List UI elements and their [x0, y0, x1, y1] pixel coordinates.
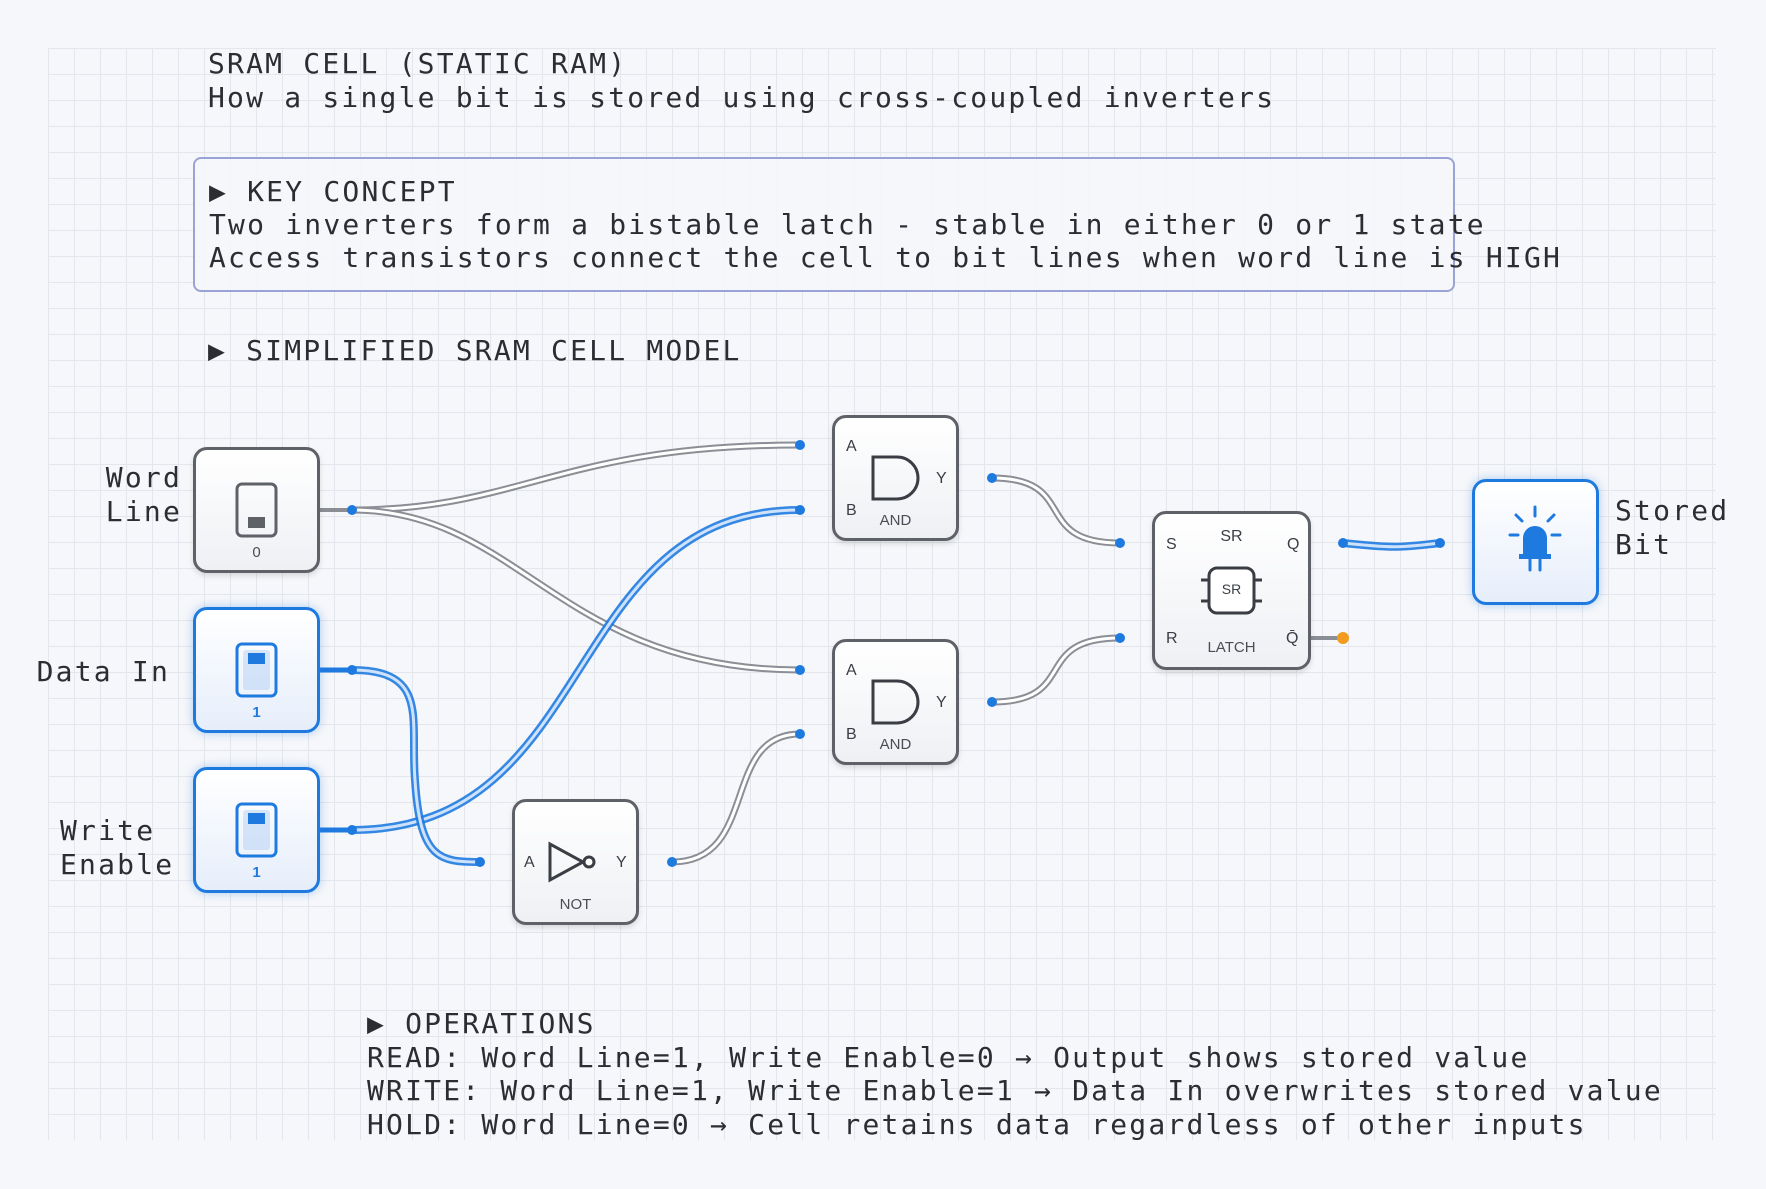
operation-hold: HOLD: Word Line=0 → Cell retains data re…	[367, 1108, 1587, 1141]
write-enable-switch[interactable]: 1	[193, 767, 320, 893]
operation-read: READ: Word Line=1, Write Enable=0 → Outp…	[367, 1041, 1530, 1074]
write-enable-value: 1	[252, 864, 261, 881]
word-line-switch[interactable]: 0	[193, 447, 320, 573]
wire-latch-q-to-led	[1339, 539, 1444, 551]
and-bottom-type: AND	[879, 736, 912, 753]
toggle-switch-off-icon	[235, 482, 278, 538]
not-pin-a: A	[524, 854, 535, 871]
latch-pin-r: R	[1166, 630, 1178, 647]
latch-inner-label: SR	[1221, 581, 1242, 597]
model-heading: ▶ SIMPLIFIED SRAM CELL MODEL	[208, 334, 742, 367]
not-type: NOT	[559, 896, 592, 913]
wire-not-to-and-bottom-b	[668, 730, 804, 866]
wire-word-line-to-and-top-a	[348, 441, 804, 514]
not-gate[interactable]: A Y NOT	[512, 799, 639, 925]
wire-and-bottom-to-latch-r	[988, 634, 1124, 706]
and-top-pin-y: Y	[936, 470, 947, 487]
wire-write-enable-to-and-top-b	[348, 506, 804, 834]
wire-and-top-to-latch-s	[988, 474, 1124, 547]
operations-heading: ▶ OPERATIONS	[367, 1007, 596, 1040]
key-concept-line-1: Two inverters form a bistable latch - st…	[209, 208, 1486, 241]
data-in-label: Data In	[36, 655, 170, 688]
qbar-output-pin	[1337, 632, 1349, 644]
and-bottom-pin-b: B	[846, 726, 857, 743]
and-gate-bottom[interactable]: A B Y AND	[832, 639, 959, 765]
and-gate-icon	[871, 679, 920, 725]
and-top-pin-b: B	[846, 502, 857, 519]
wire-data-in-to-not-a	[348, 666, 484, 866]
latch-pin-qbar: Q̄	[1286, 630, 1299, 647]
page-title: SRAM CELL (STATIC RAM)	[208, 47, 628, 80]
latch-pin-s: S	[1166, 536, 1177, 553]
key-concept-line-2: Access transistors connect the cell to b…	[209, 241, 1563, 274]
page-subtitle: How a single bit is stored using cross-c…	[208, 81, 1276, 114]
word-line-value: 0	[252, 544, 261, 561]
key-concept-box	[193, 157, 1455, 292]
and-bottom-pin-a: A	[846, 662, 857, 679]
sr-latch[interactable]: SR SR S R Q Q̄ LATCH	[1152, 511, 1311, 670]
not-pin-y: Y	[616, 854, 627, 871]
stored-bit-led	[1472, 479, 1599, 605]
and-gate-icon	[871, 455, 920, 501]
toggle-switch-on-icon	[235, 802, 278, 858]
and-gate-top[interactable]: A B Y AND	[832, 415, 959, 541]
latch-chip-icon	[1201, 566, 1262, 615]
and-bottom-pin-y: Y	[936, 694, 947, 711]
pin-dots	[347, 440, 1445, 867]
led-bulb-icon	[1508, 505, 1562, 572]
latch-pin-q: Q	[1287, 536, 1300, 553]
toggle-switch-on-icon	[235, 642, 278, 698]
not-gate-icon	[548, 841, 596, 883]
and-top-type: AND	[879, 512, 912, 529]
and-top-pin-a: A	[846, 438, 857, 455]
latch-title: SR	[1220, 528, 1243, 545]
data-in-switch[interactable]: 1	[193, 607, 320, 733]
data-in-value: 1	[252, 704, 261, 721]
operation-write: WRITE: Word Line=1, Write Enable=1 → Dat…	[367, 1074, 1663, 1107]
latch-type: LATCH	[1207, 639, 1256, 656]
wire-word-line-to-and-bottom-a	[348, 506, 804, 674]
key-concept-heading: ▶ KEY CONCEPT	[209, 175, 457, 208]
